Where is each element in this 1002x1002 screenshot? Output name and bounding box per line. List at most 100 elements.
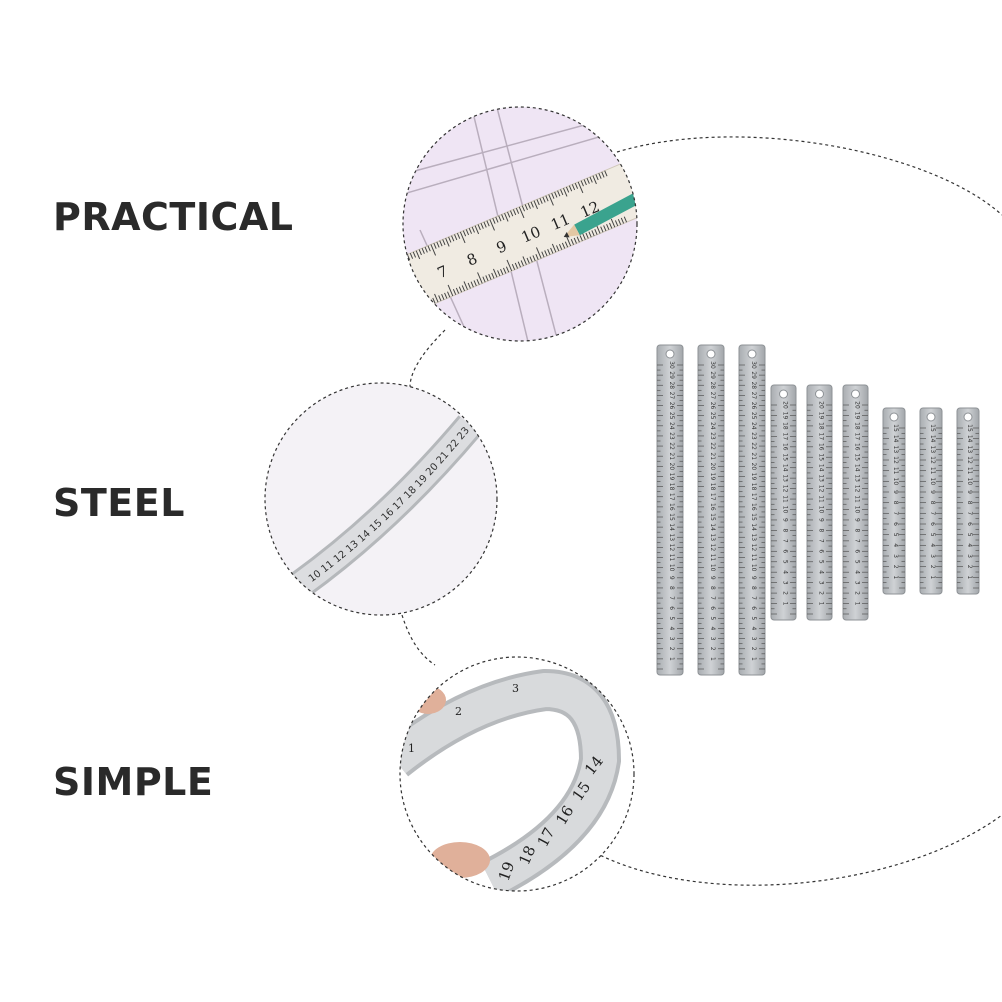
ruler-mark-label: 11 xyxy=(750,554,757,562)
ruler-mark-label: 21 xyxy=(709,452,716,460)
ruler-mark-label: 14 xyxy=(668,523,675,531)
ruler-mark-label: 20 xyxy=(782,401,789,409)
ruler-mark-label: 18 xyxy=(709,483,716,491)
ruler-mark-label: 11 xyxy=(709,554,716,562)
ruler-mark-label: 1 xyxy=(782,602,789,606)
ruler-mark-label: 5 xyxy=(668,616,675,620)
ruler-mark-label: 22 xyxy=(709,442,716,450)
ruler-mark-label: 14 xyxy=(892,435,899,443)
ruler-mark-label: 12 xyxy=(892,456,899,464)
ruler-mark-label: 1 xyxy=(892,575,899,579)
ruler-mark-label: 20 xyxy=(668,463,675,471)
ruler-mark-label: 24 xyxy=(709,422,716,430)
ruler-mark-label: 19 xyxy=(750,473,757,481)
ruler-mark-label: 2 xyxy=(782,591,789,595)
ruler-mark-label: 12 xyxy=(782,485,789,493)
ruler-mark-label: 10 xyxy=(818,506,825,514)
ruler-mark-label: 7 xyxy=(892,511,899,515)
ruler-mark-label: 19 xyxy=(818,412,825,420)
ruler-mark-label: 2 xyxy=(455,705,462,718)
ruler-mark-label: 5 xyxy=(854,560,861,564)
ruler-mark-label: 3 xyxy=(668,637,675,641)
ruler-mark-label: 4 xyxy=(854,570,861,574)
ruler-mark-label: 7 xyxy=(966,511,973,515)
ruler-mark-label: 5 xyxy=(818,560,825,564)
ruler-mark-label: 12 xyxy=(929,456,936,464)
ruler-mark-label: 28 xyxy=(750,381,757,389)
feature-label-practical: PRACTICAL xyxy=(53,195,294,239)
ruler-mark-label: 20 xyxy=(854,401,861,409)
ruler-mark-label: 15 xyxy=(966,424,973,432)
ruler-mark-label: 8 xyxy=(854,528,861,532)
ruler-mark-label: 7 xyxy=(818,539,825,543)
ruler-mark-label: 8 xyxy=(818,528,825,532)
ruler-mark-label: 12 xyxy=(966,456,973,464)
ruler-mark-label: 13 xyxy=(750,533,757,541)
ruler-mark-label: 26 xyxy=(750,402,757,410)
ruler-mark-label: 18 xyxy=(854,422,861,430)
ruler-mark-label: 1 xyxy=(929,575,936,579)
ruler-mark-label: 4 xyxy=(892,543,899,547)
ruler-mark-label: 3 xyxy=(818,581,825,585)
ruler-mark-label: 10 xyxy=(892,478,899,486)
ruler-mark-label: 11 xyxy=(668,554,675,562)
ruler-mark-label: 1 xyxy=(709,657,716,661)
ruler-mark-label: 14 xyxy=(750,523,757,531)
ruler-mark-label: 4 xyxy=(668,627,675,631)
ruler-mark-label: 24 xyxy=(668,422,675,430)
ruler-mark-label: 13 xyxy=(854,474,861,482)
ruler-mark-label: 5 xyxy=(892,533,899,537)
ruler-mark-label: 30 xyxy=(668,361,675,369)
ruler-mark-label: 10 xyxy=(966,478,973,486)
ruler-mark-label: 5 xyxy=(782,560,789,564)
ruler-mark-label: 1 xyxy=(818,602,825,606)
ruler-mark-label: 4 xyxy=(709,627,716,631)
ruler-mark-label: 14 xyxy=(709,523,716,531)
ruler-mark-label: 13 xyxy=(892,446,899,454)
ruler-mark-label: 14 xyxy=(966,435,973,443)
ruler-mark-label: 19 xyxy=(668,473,675,481)
ruler-mark-label: 8 xyxy=(668,586,675,590)
ruler-mark-label: 8 xyxy=(709,586,716,590)
ruler-mark-label: 4 xyxy=(929,543,936,547)
ruler-mark-label: 13 xyxy=(818,474,825,482)
ruler-mark-label: 14 xyxy=(782,464,789,472)
ruler-mark-label: 7 xyxy=(668,596,675,600)
ruler-mark-label: 10 xyxy=(929,478,936,486)
ruler-mark-label: 15 xyxy=(750,513,757,521)
ruler-mark-label: 23 xyxy=(750,432,757,440)
product-rulers: 1234567891011121314151617181920212223242… xyxy=(656,344,980,676)
ruler-mark-label: 18 xyxy=(782,422,789,430)
ruler-mark-label: 3 xyxy=(892,554,899,558)
ruler-mark-label: 26 xyxy=(709,402,716,410)
ruler-mark-label: 23 xyxy=(668,432,675,440)
ruler-mark-label: 25 xyxy=(750,412,757,420)
ruler-mark-label: 4 xyxy=(966,543,973,547)
ruler-mark-label: 8 xyxy=(750,586,757,590)
ruler-mark-label: 6 xyxy=(854,549,861,553)
ruler-mark-label: 18 xyxy=(818,422,825,430)
ruler-mark-label: 27 xyxy=(750,392,757,400)
ruler-mark-label: 12 xyxy=(709,544,716,552)
ruler-mark-label: 4 xyxy=(782,570,789,574)
feature-label-steel: STEEL xyxy=(53,481,185,525)
ruler-mark-label: 15 xyxy=(892,424,899,432)
ruler-mark-label: 12 xyxy=(750,544,757,552)
ruler-mark-label: 20 xyxy=(750,463,757,471)
ruler-mark-label: 9 xyxy=(750,576,757,580)
ruler-mark-label: 8 xyxy=(892,501,899,505)
ruler-mark-label: 13 xyxy=(668,533,675,541)
ruler-mark-label: 2 xyxy=(854,591,861,595)
ruler-mark-label: 18 xyxy=(750,483,757,491)
ruler-mark-label: 16 xyxy=(668,503,675,511)
ruler-mark-label: 14 xyxy=(818,464,825,472)
ruler-mark-label: 19 xyxy=(495,859,518,883)
ruler-mark-label: 22 xyxy=(750,442,757,450)
ruler-mark-label: 3 xyxy=(966,554,973,558)
ruler-mark-label: 17 xyxy=(818,433,825,441)
ruler-mark-label: 21 xyxy=(750,452,757,460)
